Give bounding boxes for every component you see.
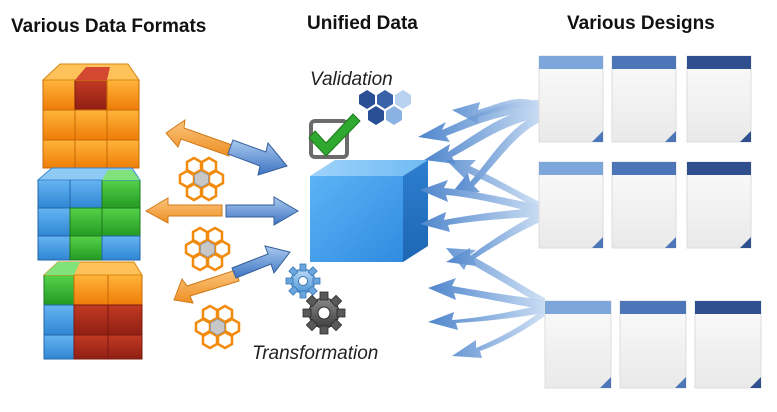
design-page bbox=[694, 300, 762, 389]
design-page bbox=[686, 55, 752, 143]
fan-arrows-bottom bbox=[428, 248, 545, 358]
arrow-blue-bottom bbox=[231, 245, 291, 279]
hexagon-cluster-icon bbox=[178, 156, 225, 202]
green-blue-cube-stack bbox=[36, 167, 141, 261]
gears-icon bbox=[285, 263, 346, 335]
unified-data-cube bbox=[310, 160, 428, 262]
arrow-orange-bottom bbox=[173, 269, 240, 304]
design-page bbox=[611, 161, 677, 249]
design-page bbox=[538, 161, 604, 249]
blue-hexagon-molecule-icon bbox=[359, 90, 411, 125]
hexagon-cluster-icon bbox=[184, 226, 231, 272]
arrow-orange-top bbox=[165, 118, 233, 157]
label-validation: Validation bbox=[310, 69, 393, 90]
design-page bbox=[538, 55, 604, 143]
design-page bbox=[686, 161, 752, 249]
heading-various-data-formats: Various Data Formats bbox=[11, 16, 207, 37]
arrow-blue-top bbox=[227, 139, 288, 176]
arrow-orange-middle bbox=[144, 197, 223, 224]
design-page bbox=[619, 300, 687, 389]
design-page bbox=[611, 55, 677, 143]
label-transformation: Transformation bbox=[252, 343, 379, 364]
heading-various-designs: Various Designs bbox=[567, 13, 715, 34]
hexagon-cluster-icon bbox=[194, 304, 241, 350]
arrow-blue-middle bbox=[225, 196, 299, 226]
fan-arrows-middle bbox=[420, 160, 540, 266]
mixed-cube-stack bbox=[42, 261, 143, 360]
orange-cube-stack bbox=[41, 63, 140, 169]
checkbox-check-icon bbox=[308, 113, 361, 159]
design-page bbox=[544, 300, 612, 389]
fan-arrows-top bbox=[418, 98, 540, 195]
heading-unified-data: Unified Data bbox=[307, 13, 418, 34]
